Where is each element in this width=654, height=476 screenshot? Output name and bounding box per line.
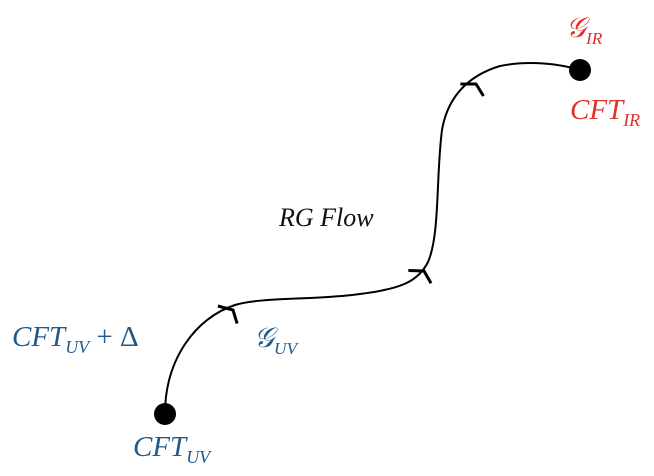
flow-arrow-icon-3 [460, 82, 485, 97]
rg-flow-curve [164, 62, 581, 415]
cft-uv-sub: UV [186, 446, 211, 467]
g-uv-sub: UV [273, 338, 298, 358]
cft-uv-deformed-suffix: + Δ [89, 321, 139, 353]
g-uv-main: 𝒢 [254, 321, 274, 354]
cft-ir-sub: IR [623, 109, 641, 130]
cft-uv-label: CFTUV [133, 431, 210, 466]
flow-arrow-icon-1 [217, 304, 239, 324]
flow-arrow-icon-2 [408, 269, 433, 285]
g-ir-main: 𝒢 [566, 11, 586, 44]
rg-flow-label: RG Flow [279, 203, 374, 232]
g-ir-label: 𝒢IR [566, 11, 602, 47]
cft-ir-main: CFT [570, 94, 624, 126]
cft-uv-deformed-main: CFT [12, 321, 66, 353]
cft-uv-main: CFT [133, 431, 187, 463]
cft-uv-deformed-label: CFTUV + Δ [12, 321, 139, 356]
g-ir-sub: IR [585, 28, 603, 48]
cft-uv-deformed-sub: UV [65, 336, 90, 357]
cft-uv-point-icon [154, 403, 176, 425]
cft-ir-label: CFTIR [570, 94, 640, 129]
cft-ir-point-icon [569, 59, 591, 81]
g-uv-label: 𝒢UV [254, 321, 297, 357]
